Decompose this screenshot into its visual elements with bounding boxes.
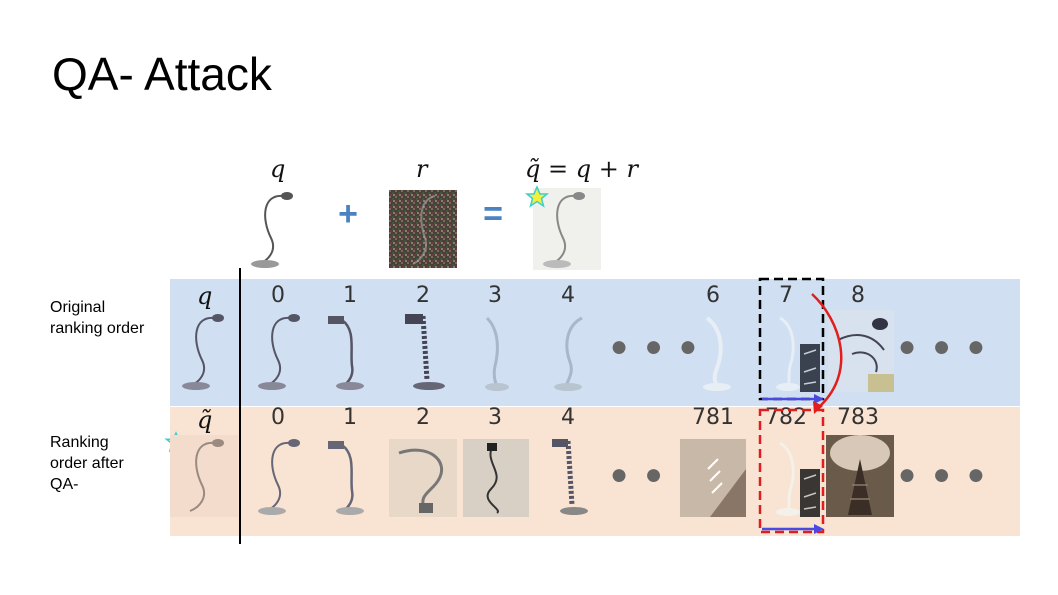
query-divider <box>239 268 241 544</box>
original-label-line1: Original <box>50 299 106 316</box>
after-result-782 <box>776 441 820 517</box>
star-icon <box>524 185 550 208</box>
rank-move-arrow <box>811 293 843 409</box>
ellipsis-icon: ● ● ● <box>898 458 990 491</box>
original-rank-7: 7 <box>779 283 793 308</box>
original-query-label: q <box>197 282 213 310</box>
original-rank-3: 3 <box>488 283 502 308</box>
original-result-6 <box>703 316 731 391</box>
after-rank-782: 782 <box>765 405 807 430</box>
original-result-3 <box>485 316 509 391</box>
original-rank-0: 0 <box>271 283 285 308</box>
original-rank-8: 8 <box>851 283 865 308</box>
equals-operator: = <box>483 195 503 233</box>
original-row-label: Original ranking order <box>50 297 144 339</box>
after-rank-2: 2 <box>416 405 430 430</box>
original-rank-4: 4 <box>561 283 575 308</box>
after-row-label: Ranking order after QA- <box>50 432 124 495</box>
after-label-line2: order after <box>50 455 124 472</box>
original-rank-1: 1 <box>343 283 357 308</box>
original-result-7 <box>776 316 820 392</box>
original-result-0 <box>258 314 300 390</box>
original-result-2 <box>405 314 445 390</box>
adversarial-query-image <box>533 188 601 270</box>
after-rank-783: 783 <box>837 405 879 430</box>
after-result-4 <box>552 439 588 515</box>
original-query-thumb <box>182 314 224 390</box>
after-target-highlight <box>758 408 825 534</box>
noise-perturbation-image <box>389 190 457 268</box>
original-result-4 <box>554 316 583 391</box>
after-label-line3: QA- <box>50 476 79 493</box>
original-result-1 <box>328 316 364 390</box>
after-result-3 <box>463 439 529 517</box>
after-query-label: q̃ <box>197 406 213 434</box>
ellipsis-icon: ● ● ● <box>898 330 990 363</box>
after-query-thumb <box>170 435 238 517</box>
q-label: q <box>270 155 286 183</box>
after-rank-0: 0 <box>271 405 285 430</box>
after-label-line1: Ranking <box>50 434 109 451</box>
plus-operator: + <box>338 195 358 233</box>
ellipsis-icon: ● ● ● <box>610 330 702 363</box>
q-tilde-label: q̃ = q + r <box>525 155 638 183</box>
slide-title: QA- Attack <box>52 48 272 100</box>
after-rank-3: 3 <box>488 405 502 430</box>
r-label: r <box>416 155 428 183</box>
original-label-line2: ranking order <box>50 320 145 337</box>
after-result-783 <box>826 435 894 517</box>
after-rank-4: 4 <box>561 405 575 430</box>
after-result-1 <box>328 441 364 515</box>
after-result-2 <box>389 439 457 517</box>
original-rank-2: 2 <box>416 283 430 308</box>
after-rank-781: 781 <box>692 405 734 430</box>
after-result-781 <box>680 439 746 517</box>
original-rank-6: 6 <box>706 283 720 308</box>
query-lamp-image <box>251 192 293 268</box>
after-rank-1: 1 <box>343 405 357 430</box>
after-result-0 <box>258 439 300 515</box>
